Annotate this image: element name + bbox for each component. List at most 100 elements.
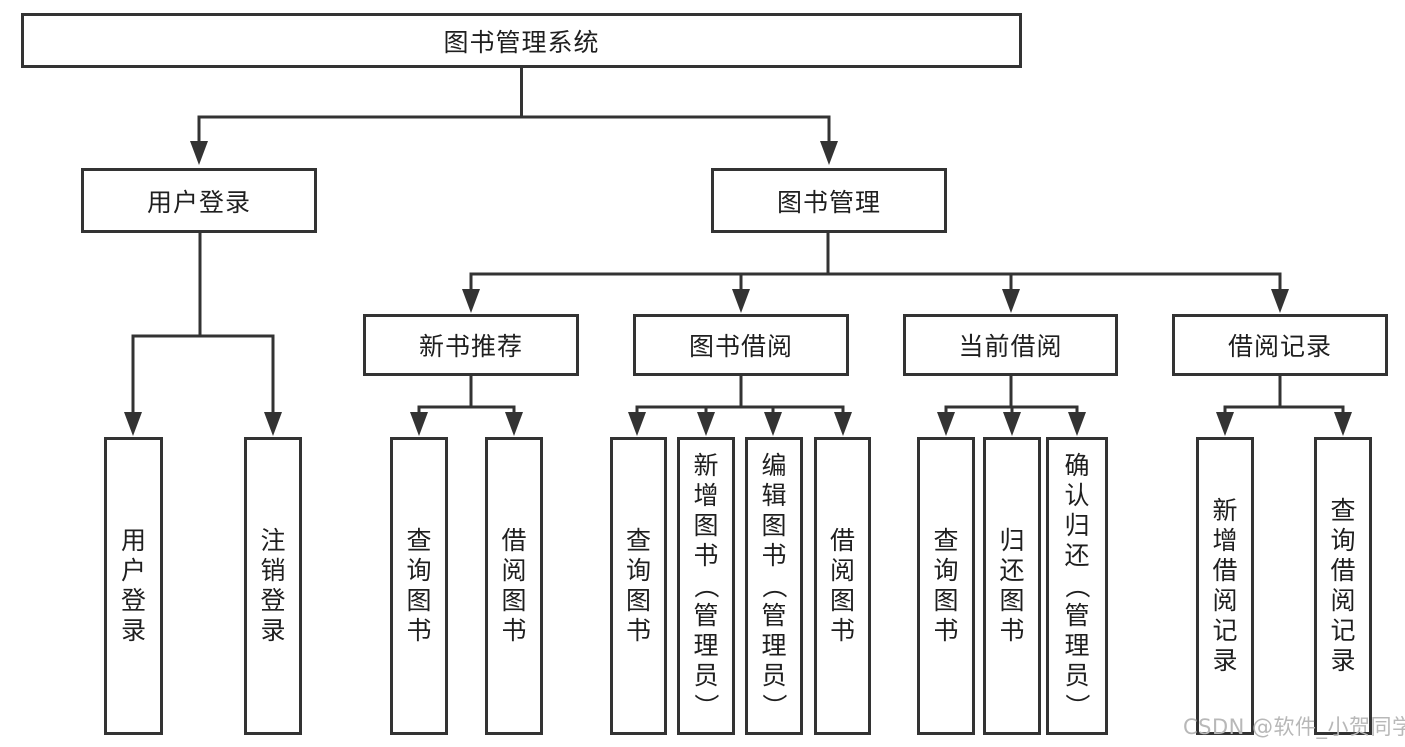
arrowhead bbox=[264, 412, 282, 436]
vertical-char: 新 bbox=[693, 451, 719, 480]
arrowhead bbox=[1334, 412, 1352, 436]
arrowhead bbox=[697, 412, 715, 436]
leaf-add-borrow-record: 新增借阅记录 bbox=[1196, 437, 1254, 735]
arrowhead bbox=[1271, 289, 1289, 313]
vertical-char: 认 bbox=[1064, 481, 1090, 510]
vertical-char: 登 bbox=[260, 586, 286, 615]
vertical-char: 询 bbox=[1330, 526, 1356, 555]
vertical-char: 查 bbox=[933, 526, 959, 555]
node-library-system: 图书管理系统 bbox=[21, 13, 1022, 68]
node-borrow-records: 借阅记录 bbox=[1172, 314, 1388, 376]
vertical-char: 管 bbox=[1064, 601, 1090, 630]
vertical-char: 归 bbox=[999, 526, 1025, 555]
vertical-char: 书 bbox=[693, 541, 719, 570]
vertical-char: 记 bbox=[1212, 616, 1238, 645]
vertical-char: 阅 bbox=[501, 556, 527, 585]
vertical-char: 员 bbox=[693, 661, 719, 690]
arrowhead bbox=[1068, 412, 1086, 436]
vertical-char: 借 bbox=[829, 526, 855, 555]
leaf-logout: 注销登录 bbox=[244, 437, 302, 735]
vertical-char: 书 bbox=[829, 616, 855, 645]
vertical-char: 图 bbox=[625, 586, 651, 615]
vertical-char: 增 bbox=[693, 481, 719, 510]
vertical-char: （ bbox=[759, 573, 789, 599]
vertical-char: 用 bbox=[120, 526, 146, 555]
vertical-char: 书 bbox=[406, 616, 432, 645]
leaf-borrow-books: 借阅图书 bbox=[814, 437, 871, 735]
vertical-char: 注 bbox=[260, 526, 286, 555]
arrowhead bbox=[764, 412, 782, 436]
node-new-book-recommend: 新书推荐 bbox=[363, 314, 579, 376]
vertical-char: 管 bbox=[693, 601, 719, 630]
vertical-char: 理 bbox=[761, 631, 787, 660]
arrowhead bbox=[1003, 412, 1021, 436]
leaf-query-books: 查询图书 bbox=[917, 437, 975, 735]
vertical-char: 理 bbox=[1064, 631, 1090, 660]
vertical-char: 图 bbox=[761, 511, 787, 540]
vertical-char: 户 bbox=[120, 556, 146, 585]
vertical-char: 理 bbox=[693, 631, 719, 660]
arrowhead bbox=[834, 412, 852, 436]
vertical-char: （ bbox=[691, 573, 721, 599]
vertical-char: 查 bbox=[1330, 496, 1356, 525]
vertical-char: 录 bbox=[260, 616, 286, 645]
vertical-char: 阅 bbox=[1330, 586, 1356, 615]
vertical-char: 员 bbox=[1064, 661, 1090, 690]
vertical-char: 查 bbox=[406, 526, 432, 555]
leaf-query-borrow-record: 查询借阅记录 bbox=[1314, 437, 1372, 735]
arrowhead bbox=[937, 412, 955, 436]
vertical-char: 查 bbox=[625, 526, 651, 555]
vertical-char: 图 bbox=[693, 511, 719, 540]
vertical-char: 编 bbox=[761, 451, 787, 480]
vertical-char: ） bbox=[759, 693, 789, 719]
leaf-borrow-books: 借阅图书 bbox=[485, 437, 543, 735]
vertical-char: 增 bbox=[1212, 526, 1238, 555]
vertical-char: 录 bbox=[1212, 646, 1238, 675]
arrowhead bbox=[1216, 412, 1234, 436]
vertical-char: ） bbox=[1062, 693, 1092, 719]
vertical-char: 还 bbox=[1064, 541, 1090, 570]
vertical-char: 记 bbox=[1330, 616, 1356, 645]
node-book-management: 图书管理 bbox=[711, 168, 947, 233]
arrowhead bbox=[462, 289, 480, 313]
arrowhead bbox=[505, 412, 523, 436]
vertical-char: （ bbox=[1062, 573, 1092, 599]
arrowhead bbox=[410, 412, 428, 436]
vertical-char: 归 bbox=[1064, 511, 1090, 540]
vertical-char: 确 bbox=[1064, 451, 1090, 480]
vertical-char: 询 bbox=[406, 556, 432, 585]
vertical-char: 借 bbox=[1330, 556, 1356, 585]
arrowhead bbox=[628, 412, 646, 436]
leaf-edit-books-admin: 编辑图书（管理员） bbox=[745, 437, 803, 735]
node-current-borrow: 当前借阅 bbox=[903, 314, 1118, 376]
arrowhead bbox=[190, 141, 208, 165]
vertical-char: 还 bbox=[999, 556, 1025, 585]
leaf-query-books: 查询图书 bbox=[390, 437, 448, 735]
arrowhead bbox=[124, 412, 142, 436]
vertical-char: 询 bbox=[933, 556, 959, 585]
vertical-char: 书 bbox=[933, 616, 959, 645]
vertical-char: 新 bbox=[1212, 496, 1238, 525]
vertical-char: 辑 bbox=[761, 481, 787, 510]
leaf-add-books-admin: 新增图书 （管理员 ） bbox=[677, 437, 735, 735]
vertical-char: 借 bbox=[501, 526, 527, 555]
leaf-user-login: 用户登录 bbox=[104, 437, 163, 735]
vertical-char: 书 bbox=[999, 616, 1025, 645]
leaf-query-books: 查询图书 bbox=[610, 437, 667, 735]
vertical-char: 图 bbox=[829, 586, 855, 615]
vertical-char: 图 bbox=[999, 586, 1025, 615]
vertical-char: ） bbox=[691, 693, 721, 719]
vertical-char: 借 bbox=[1212, 556, 1238, 585]
vertical-char: 管 bbox=[761, 601, 787, 630]
csdn-watermark: CSDN @软件_小贺同学 bbox=[1183, 715, 1405, 739]
vertical-char: 图 bbox=[501, 586, 527, 615]
vertical-char: 阅 bbox=[829, 556, 855, 585]
vertical-char: 图 bbox=[406, 586, 432, 615]
leaf-return-books: 归还图书 bbox=[983, 437, 1041, 735]
vertical-char: 登 bbox=[120, 586, 146, 615]
vertical-char: 书 bbox=[625, 616, 651, 645]
vertical-char: 书 bbox=[501, 616, 527, 645]
node-book-borrow: 图书借阅 bbox=[633, 314, 849, 376]
